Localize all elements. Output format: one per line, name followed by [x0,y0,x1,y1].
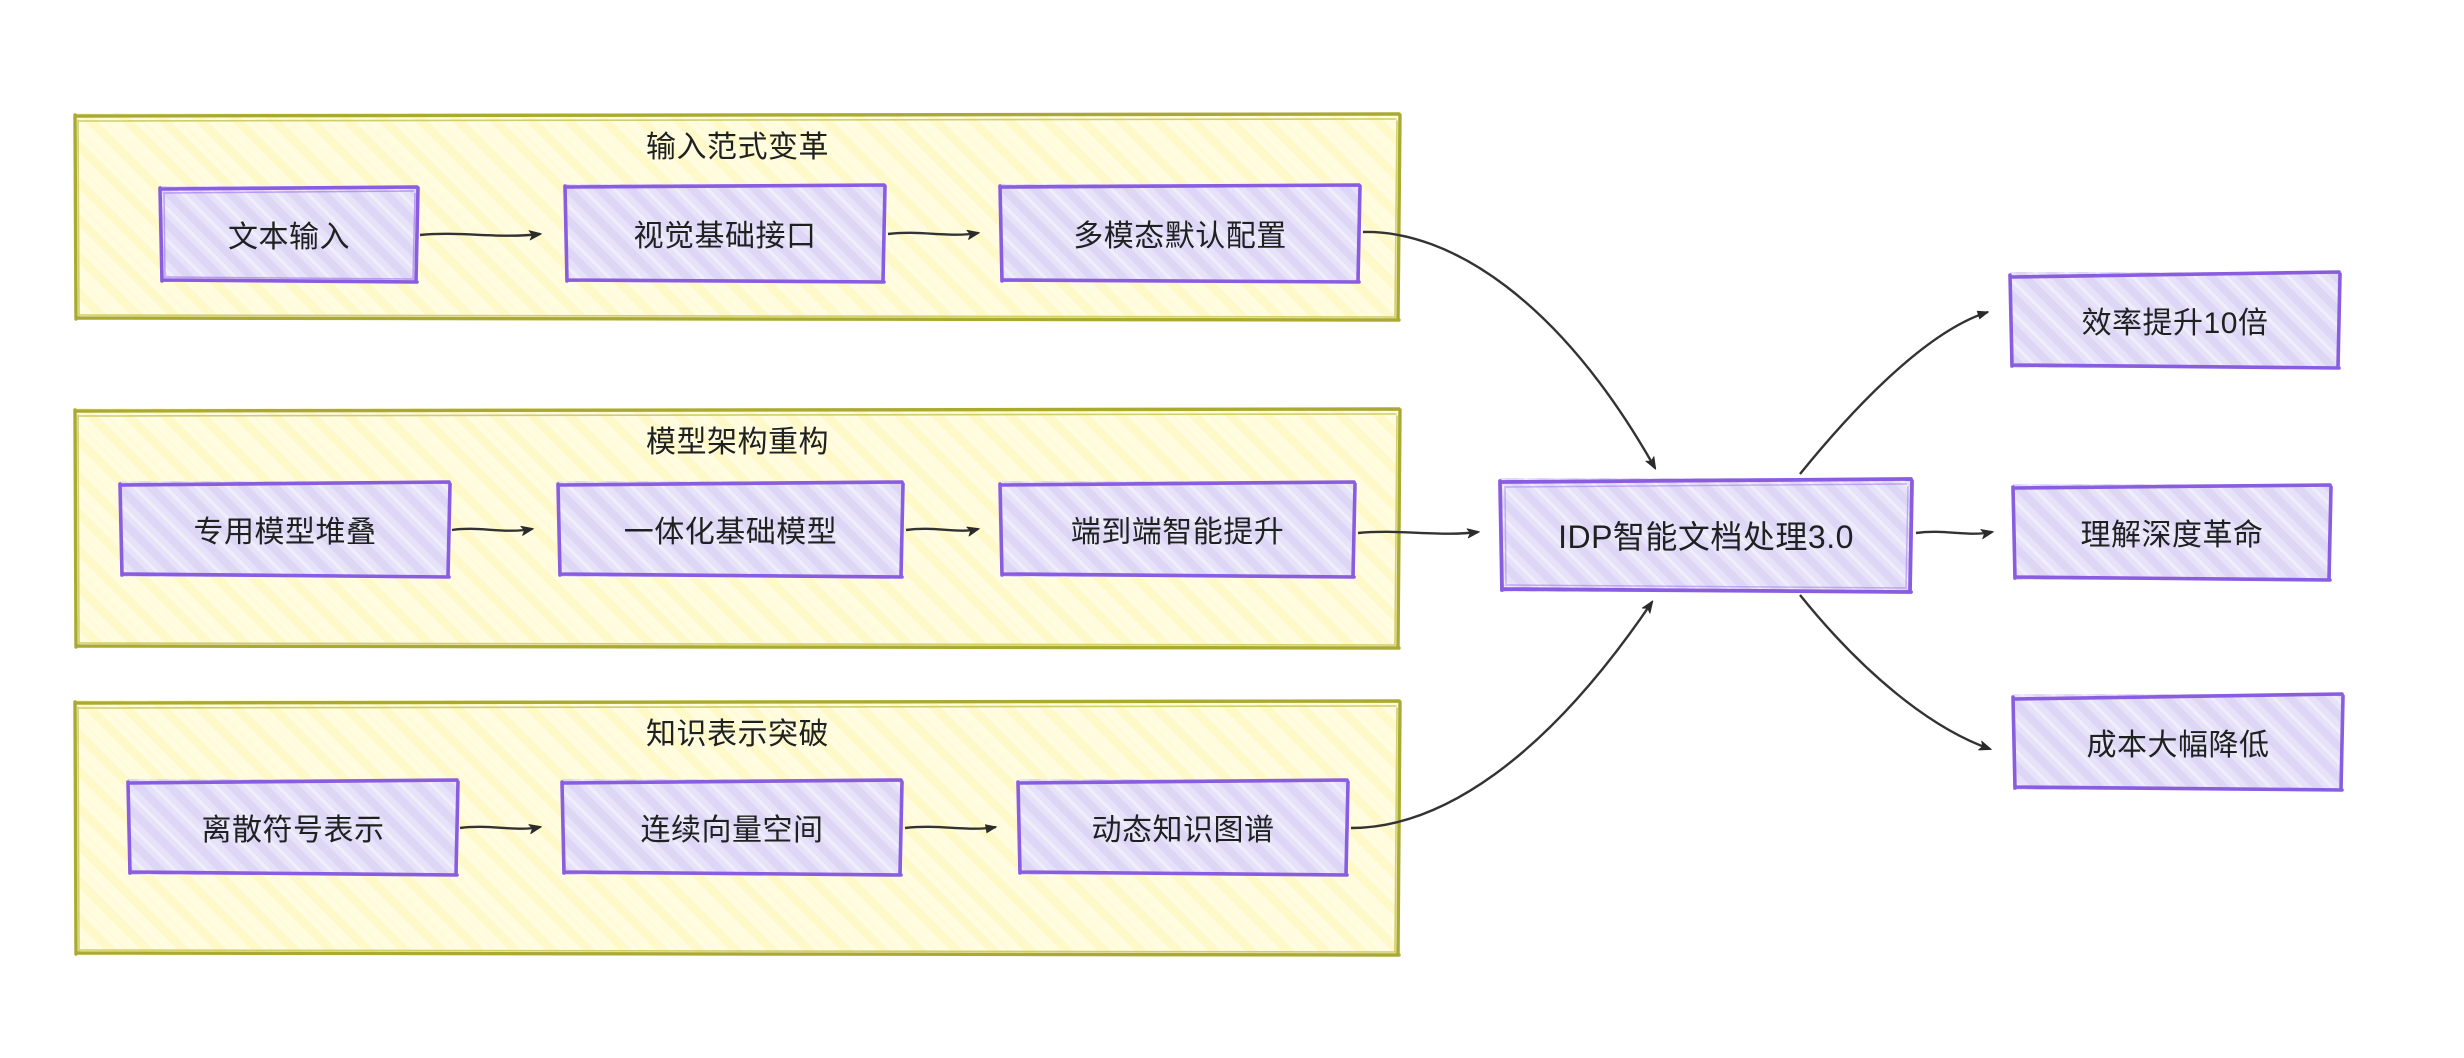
node-end-to-end-intelligence[interactable] [998,480,1357,579]
edge-idp-o3 [1799,594,1992,751]
edge-n3-idp [1362,230,1657,470]
node-unified-foundation[interactable] [556,480,905,579]
node-efficiency-10x[interactable] [2008,270,2342,370]
node-multimodal-default[interactable] [998,183,1362,284]
edge-n1-n2 [419,230,542,241]
edge-n2-n3 [887,229,980,240]
node-text-input[interactable] [158,185,420,284]
node-specialized-stack[interactable] [118,480,452,579]
node-discrete-symbol[interactable] [126,778,460,877]
edge-idp-o1 [1799,310,1990,475]
node-dynamic-knowledge-graph[interactable] [1016,778,1350,877]
edge-n8-n9 [904,824,998,834]
node-idp-core[interactable] [1498,477,1914,594]
node-cost-reduction[interactable] [2011,692,2345,792]
edge-idp-o2 [1915,529,1994,540]
edge-n7-n8 [459,824,542,835]
edge-n4-n5 [451,525,534,536]
node-continuous-vector-space[interactable] [560,778,904,877]
edge-n9-idp [1350,600,1654,830]
edge-n5-n6 [905,526,980,537]
edge-n6-idp [1357,528,1480,539]
node-visual-interface[interactable] [563,183,887,284]
node-comprehension-revolution[interactable] [2011,483,2333,582]
